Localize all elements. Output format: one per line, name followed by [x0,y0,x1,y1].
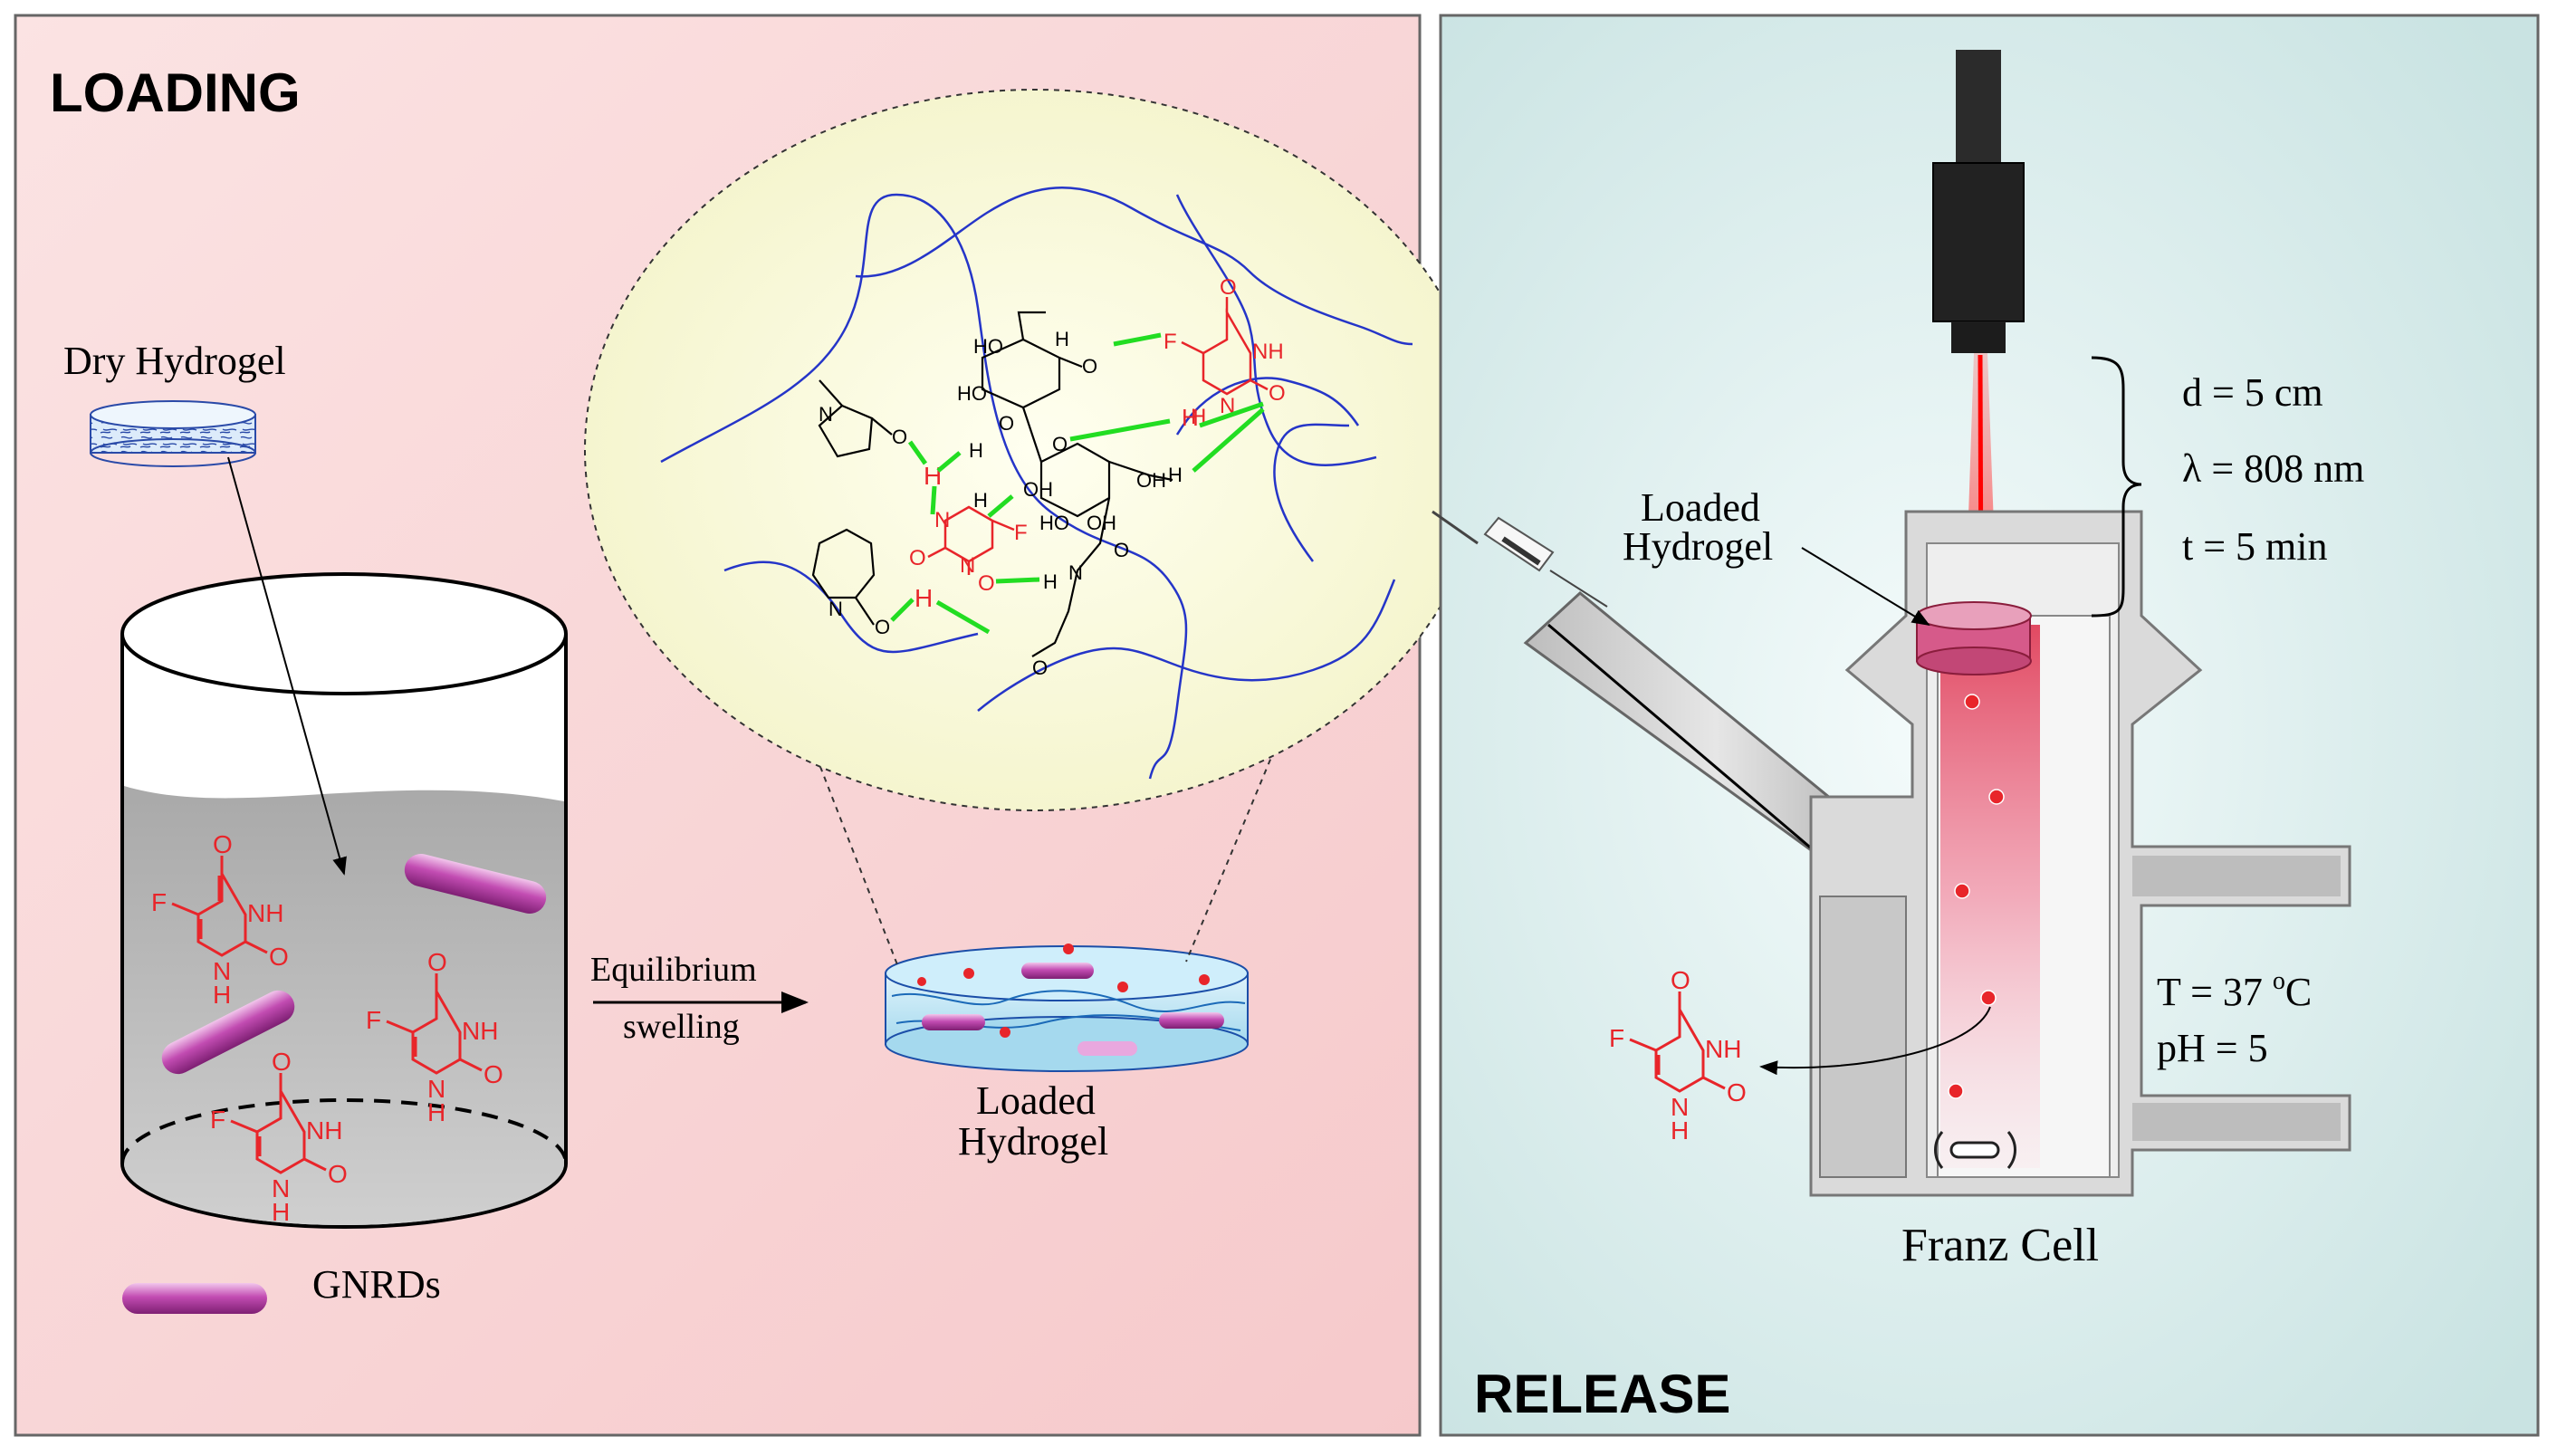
svg-text:O: O [269,943,289,971]
svg-text:O: O [328,1160,348,1188]
svg-text:O: O [427,948,447,976]
molecular-zoom-circle: N O N O HO HO O O O OH OH HO OH O N H O [584,89,1486,811]
temperature-label: T = 37 oC [2157,967,2312,1014]
zoom-line-left [764,624,899,968]
time-label: t = 5 min [2182,524,2328,569]
svg-text:F: F [1609,1024,1624,1052]
loading-title: LOADING [50,62,301,123]
dry-hydrogel-label: Dry Hydrogel [63,339,286,383]
svg-text:NH: NH [1705,1035,1741,1063]
gnrd-rod [404,854,547,914]
svg-text:HO: HO [957,382,987,405]
svg-text:N: N [934,508,950,532]
svg-text:H: H [272,1198,290,1226]
stir-bar [1934,1131,2016,1169]
syringe [1432,510,1608,608]
svg-text:O: O [1269,381,1286,406]
svg-text:N: N [213,957,231,985]
svg-text:F: F [151,888,167,916]
swelling-label: swelling [623,1008,740,1046]
svg-text:O: O [272,1048,292,1076]
svg-text:H: H [1043,570,1058,593]
svg-text:O: O [1220,275,1237,300]
svg-text:H: H [973,489,988,512]
release-title: RELEASE [1474,1364,1730,1424]
svg-text:NH: NH [306,1116,342,1145]
svg-text:N: N [1671,1093,1689,1121]
svg-text:OH: OH [1023,478,1053,501]
svg-text:O: O [1114,539,1129,561]
svg-text:HO: HO [1039,512,1069,534]
fluorouracil-molecule: O F NH O N H [366,948,503,1126]
wavelength-label: λ = 808 nm [2182,446,2364,491]
svg-text:O: O [1052,433,1068,455]
svg-text:H: H [1671,1116,1689,1145]
released-fluorouracil: O F NH O N H [1609,966,1747,1145]
svg-text:O: O [1082,355,1097,378]
svg-text:H: H [969,439,983,462]
gnrd-legend-label: GNRDs [312,1262,441,1307]
loading-panel: LOADING Dry Hydrogel O F NH [14,14,1486,1437]
cell-loaded-label-2: Hydrogel [1623,524,1773,569]
fluorouracil-molecule: O F NH O N H [210,1048,348,1226]
cell-hydrogel-disk [1916,601,2032,675]
svg-text:H: H [1182,404,1199,431]
svg-text:H: H [924,462,942,490]
svg-text:N: N [272,1174,290,1202]
svg-text:O: O [1032,656,1048,679]
svg-text:O: O [213,830,233,858]
svg-text:N: N [1068,561,1083,584]
svg-text:F: F [1164,330,1177,354]
equilibrium-label: Equilibrium [590,951,757,989]
svg-text:O: O [978,571,995,596]
svg-text:F: F [1014,521,1028,545]
parameter-brace [2091,356,2142,618]
distance-label: d = 5 cm [2182,370,2323,415]
release-panel: RELEASE [1432,14,2540,1437]
released-drug-dots [1948,694,2005,1099]
svg-text:H: H [1055,328,1069,350]
svg-text:HO: HO [973,335,1003,358]
svg-text:O: O [999,412,1014,435]
svg-text:N: N [828,598,843,620]
svg-text:NH: NH [247,899,283,927]
ph-label: pH = 5 [2157,1026,2268,1070]
laser-device [1932,50,2025,353]
svg-text:H: H [427,1098,445,1126]
cell-loaded-arrow [1801,547,1930,627]
loaded-hydrogel-label-1: Loaded [976,1078,1096,1123]
release-arrow [1759,1006,1991,1076]
loaded-hydrogel-disk [885,944,1249,1072]
svg-text:H: H [1168,464,1183,486]
fluorouracil-molecule: O F NH O N H [151,830,289,1009]
svg-text:F: F [366,1006,381,1034]
drop-arrow [227,456,347,876]
svg-text:O: O [909,546,926,570]
svg-text:N: N [960,553,975,578]
svg-text:H: H [915,584,933,612]
svg-text:NH: NH [1252,340,1284,364]
cell-loaded-label-1: Loaded [1641,485,1760,530]
svg-text:O: O [875,616,890,638]
svg-text:O: O [892,426,907,448]
zoom-line-right [1185,678,1305,963]
loaded-hydrogel-label-2: Hydrogel [958,1119,1108,1164]
svg-text:N: N [819,403,833,426]
gnrd-rod [161,990,295,1075]
svg-text:N: N [427,1075,445,1103]
svg-text:NH: NH [462,1017,498,1045]
svg-text:OH: OH [1136,469,1166,492]
svg-text:O: O [484,1060,503,1088]
dry-hydrogel-disk [90,400,256,467]
svg-text:N: N [1220,394,1235,418]
franz-cell-label: Franz Cell [1901,1220,2099,1271]
svg-text:H: H [213,981,231,1009]
svg-text:O: O [1727,1078,1747,1106]
svg-text:O: O [1671,966,1690,994]
svg-text:F: F [210,1106,225,1134]
svg-text:OH: OH [1087,512,1116,534]
gnrd-legend-rod [122,1283,267,1314]
